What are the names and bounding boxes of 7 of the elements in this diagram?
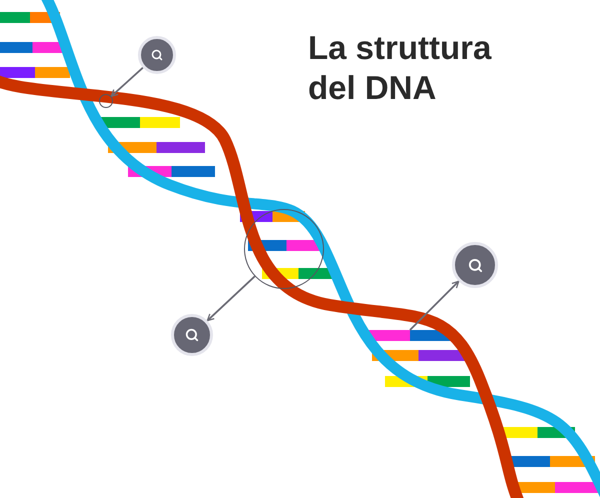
- magnifier-button: [171, 314, 213, 356]
- arrow: [206, 276, 256, 322]
- arrow: [409, 280, 460, 331]
- title: La struttura del DNA: [308, 28, 492, 108]
- magnifier-button: [452, 242, 498, 288]
- arrow: [110, 67, 144, 97]
- magnifier-button: [138, 36, 176, 74]
